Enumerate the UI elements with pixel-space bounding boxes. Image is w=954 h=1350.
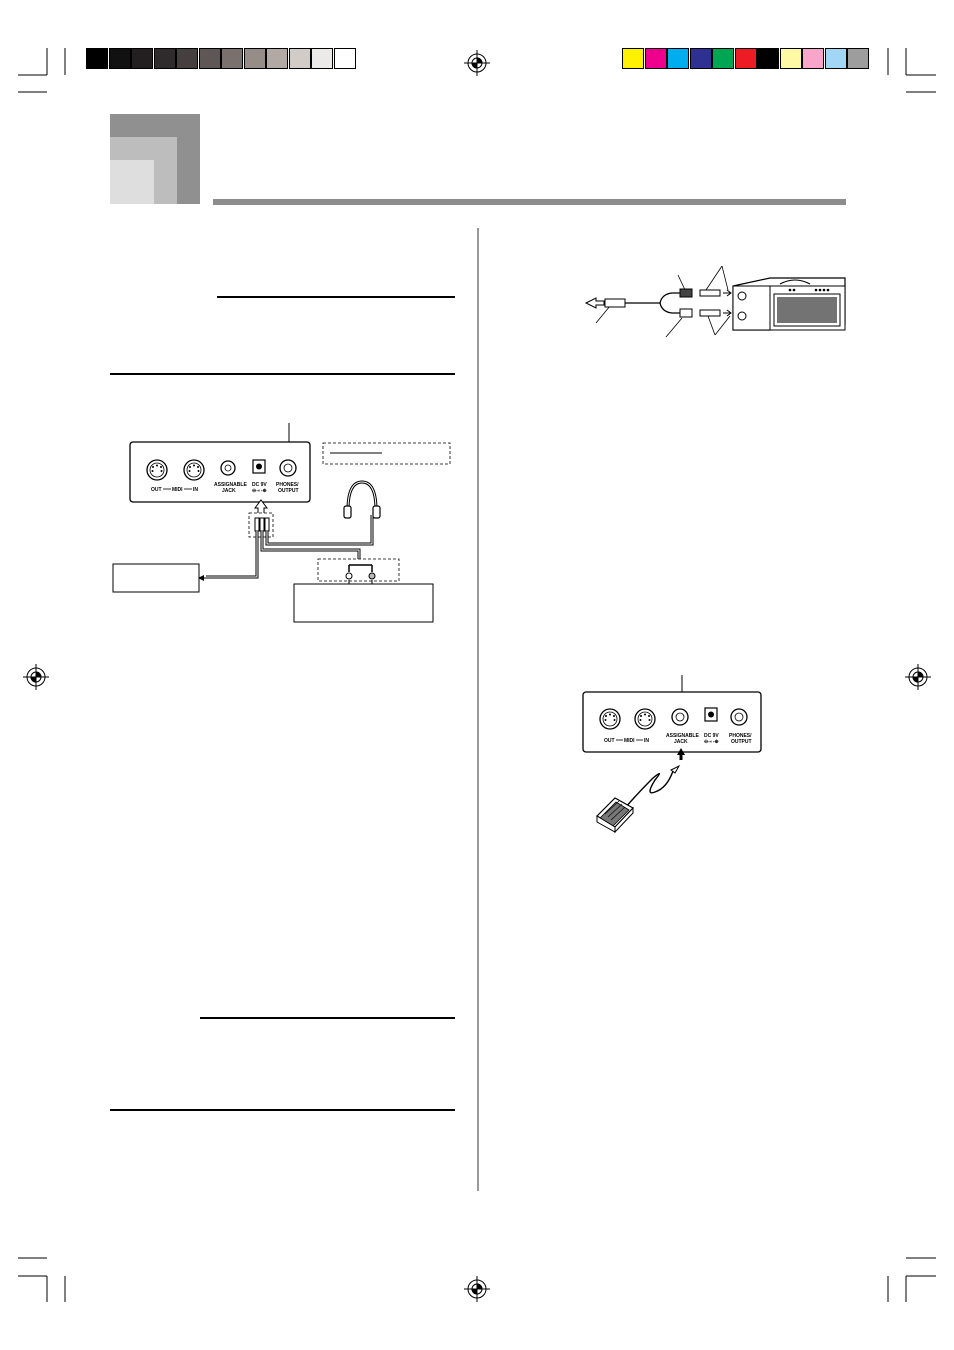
gray-swatch	[176, 48, 198, 69]
color-swatch	[667, 48, 689, 69]
color-swatch	[689, 48, 712, 69]
section-rule-short-1	[217, 296, 455, 298]
label-assignable: ASSIGNABLE	[214, 482, 247, 488]
gray-swatch	[288, 48, 311, 69]
label-jack-2: JACK	[674, 739, 688, 745]
color-swatch	[712, 48, 734, 69]
section-rule-short-2	[200, 1017, 455, 1019]
color-swatch	[779, 48, 802, 69]
section-rule-full-2	[110, 1109, 455, 1111]
amplifier-icon	[732, 277, 846, 331]
header-rule	[213, 199, 846, 205]
gray-swatch	[153, 48, 176, 69]
phones-output-connection-diagram: OUT MIDI IN ASSIGNABLE JACK DC 9V ⊖-◐-⊕ …	[112, 423, 451, 623]
pedal-connection-diagram: OUT MIDI IN ASSIGNABLE JACK DC 9V ⊖-◐-⊕ …	[582, 675, 762, 834]
gray-swatch	[86, 48, 108, 69]
keyboard-back-panel	[129, 441, 311, 503]
gray-swatch	[333, 48, 356, 69]
label-dc-2: DC 9V	[704, 733, 719, 739]
color-swatch	[824, 48, 847, 69]
color-swatch	[644, 48, 667, 69]
registration-target-top	[464, 50, 490, 76]
color-swatch	[622, 48, 644, 69]
color-swatch	[802, 48, 824, 69]
gray-swatch	[198, 48, 221, 69]
label-midi-2: MIDI	[624, 738, 635, 744]
label-output-2: OUTPUT	[731, 739, 752, 745]
keyboard-back-panel-2	[582, 691, 762, 753]
external-device-box-left	[112, 563, 200, 593]
sustain-pedal-icon	[596, 764, 681, 834]
note-box	[322, 442, 451, 465]
registration-target-right	[905, 664, 931, 690]
label-dc-symbol-2: ⊖-◐-⊕	[704, 739, 719, 745]
gray-swatch	[266, 48, 288, 69]
gray-swatch	[221, 48, 243, 69]
color-swatch	[734, 48, 757, 69]
label-midi: MIDI	[172, 487, 183, 493]
label-in-2: IN	[644, 738, 649, 744]
label-out-2: OUT	[604, 738, 615, 744]
gray-swatch	[131, 48, 153, 69]
headphones-icon	[343, 480, 381, 519]
column-divider	[477, 228, 479, 1191]
header-block-light	[110, 160, 154, 204]
gray-swatch	[108, 48, 131, 69]
rca-plug-box	[317, 558, 400, 582]
label-dc: DC 9V	[252, 482, 267, 488]
label-jack: JACK	[222, 488, 236, 494]
section-rule-full-1	[110, 373, 455, 375]
color-swatch	[757, 48, 779, 69]
gray-swatch	[311, 48, 333, 69]
registration-target-bottom	[464, 1276, 490, 1302]
label-dc-symbol: ⊖-◐-⊕	[252, 488, 267, 494]
amplifier-connection-diagram	[584, 265, 846, 338]
color-swatch	[847, 48, 869, 69]
gray-swatch	[243, 48, 266, 69]
label-out: OUT	[151, 487, 162, 493]
label-phones-2: PHONES/	[729, 733, 752, 739]
label-phones: PHONES/	[276, 482, 299, 488]
label-output: OUTPUT	[278, 488, 299, 494]
external-device-box-amplifier	[293, 583, 434, 623]
registration-target-left	[23, 664, 49, 690]
label-assignable-2: ASSIGNABLE	[666, 733, 699, 739]
label-in: IN	[193, 487, 198, 493]
